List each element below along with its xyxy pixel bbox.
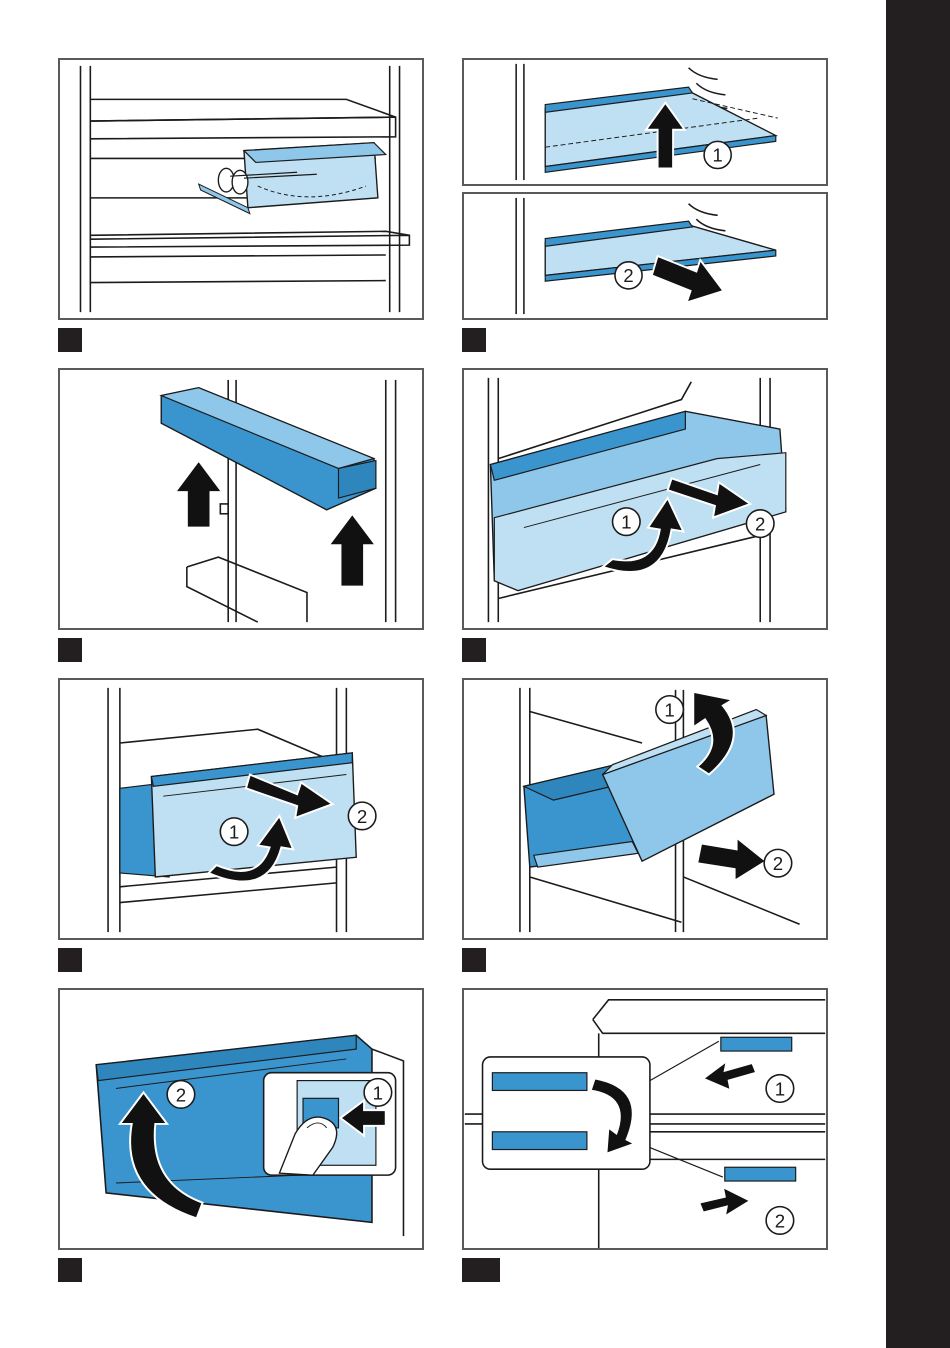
- illustration-freezer-drawer-tilt: 1 2: [462, 678, 828, 940]
- detail-inset: [483, 1041, 723, 1177]
- figure-marker: [462, 638, 486, 662]
- callout-circle-icon: 2: [348, 802, 376, 830]
- callout-circle-icon: 1: [220, 818, 248, 846]
- illustration-drawer-removal: 1 2: [462, 368, 828, 630]
- chapter-tab: [886, 0, 950, 1348]
- illustration-shelf-bottle-holder: [58, 58, 424, 320]
- callout-circle-icon: 1: [766, 1075, 794, 1103]
- callout-number: 1: [775, 1078, 785, 1099]
- figure-marker: [462, 948, 486, 972]
- figure-marker: [462, 328, 486, 352]
- callout-circle-icon: 1: [704, 141, 731, 168]
- callout-circle-icon: 1: [613, 508, 641, 536]
- callout-circle-icon: 2: [615, 262, 642, 289]
- illustration-door-shelf-removal: [58, 368, 424, 630]
- callout-circle-icon: 1: [364, 1079, 392, 1107]
- callout-circle-icon: 2: [746, 510, 774, 538]
- figure-marker: [58, 948, 82, 972]
- illustration-clip-rotation: 1 2: [462, 988, 828, 1250]
- bottle-holder: [199, 143, 386, 214]
- figure-marker: [462, 1258, 500, 1282]
- callout-number: 2: [775, 1210, 785, 1231]
- callout-number: 2: [623, 265, 633, 286]
- callout-number: 2: [176, 1084, 186, 1105]
- callout-number: 1: [713, 145, 723, 166]
- illustration-shelf-pull-out: 2: [462, 192, 828, 320]
- callout-circle-icon: 2: [766, 1207, 794, 1235]
- callout-circle-icon: 2: [764, 849, 792, 877]
- drawer: [120, 753, 356, 877]
- illustration-drawer-front-release: 2 1: [58, 988, 424, 1250]
- callout-number: 1: [664, 699, 674, 720]
- callout-number: 1: [373, 1082, 383, 1103]
- callout-number: 2: [755, 514, 765, 535]
- callout-number: 2: [357, 806, 367, 827]
- callout-circle-icon: 2: [167, 1081, 195, 1109]
- illustration-shelf-lift: 1: [462, 58, 828, 186]
- figure-marker: [58, 328, 82, 352]
- arrow-right-icon: [697, 838, 766, 881]
- illustration-freezer-drawer-removal: 1 2: [58, 678, 424, 940]
- arrow-right-icon: [699, 1061, 756, 1217]
- figure-marker: [58, 1258, 82, 1282]
- figure-marker: [58, 638, 82, 662]
- callout-number: 1: [621, 512, 631, 533]
- callout-number: 1: [229, 822, 239, 843]
- callout-circle-icon: 1: [656, 696, 684, 724]
- callout-number: 2: [773, 853, 783, 874]
